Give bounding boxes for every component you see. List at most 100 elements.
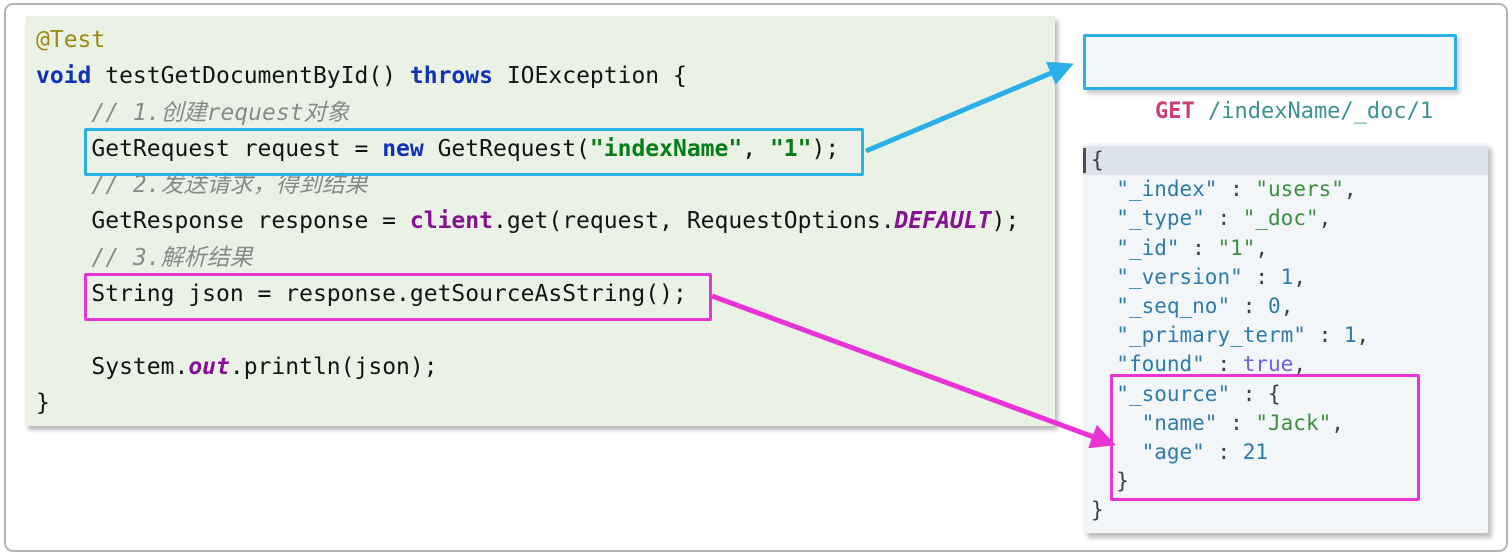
json-line: } [1083,467,1488,496]
request-path-label: /indexName/_doc/1 [1194,99,1434,124]
token-jstr: "_doc" [1242,206,1319,231]
token-pl: testGetDocumentById() [91,63,410,90]
token-num: 21 [1242,439,1269,464]
token-fldit: DEFAULT [894,208,992,235]
token-fld: client [409,208,493,235]
token-pl: GetResponse response = [36,208,410,235]
response-json-panel: { "_index" : "users", "_type" : "_doc", … [1083,143,1488,533]
token-key: "_seq_no" [1116,293,1231,318]
json-line: "_index" : "users", [1083,175,1488,204]
token-pl: GetRequest( [423,135,590,162]
token-pl: .println(json); [229,353,438,380]
token-key: "_primary_term" [1116,323,1306,348]
json-line: "found" : true, [1083,350,1488,379]
token-pc [1091,206,1116,230]
token-num: 1 [1280,264,1294,289]
token-pc: { [1091,148,1104,172]
token-num: 1 [1343,323,1357,348]
code-line: @Test [36,22,1051,58]
json-line: "age" : 21 [1083,438,1488,467]
json-line: "_seq_no" : 0, [1083,292,1488,321]
token-key: "found" [1116,352,1205,377]
token-pl: .get(request, RequestOptions. [492,208,895,235]
code-line: void testGetDocumentById() throws IOExce… [36,58,1051,94]
token-pc: : [1242,264,1281,289]
token-pc: , [1255,235,1269,260]
token-pc: : { [1230,381,1281,406]
code-line: GetResponse response = client.get(reques… [36,203,1051,239]
token-fldit: out [188,353,230,380]
code-editor-panel: @Test void testGetDocumentById() throws I… [25,16,1055,426]
token-pc: , [1343,177,1357,202]
token-pl: String json = response.getSourceAsString… [36,281,687,308]
token-pc: : [1230,293,1269,318]
token-pl: , [742,135,770,162]
token-pc: , [1331,410,1344,435]
token-pc: , [1356,323,1370,348]
token-pc [1091,294,1116,318]
token-bool: true [1242,352,1294,377]
token-pc: : [1217,177,1256,202]
token-key: "_id" [1116,235,1180,260]
token-kw: throws [409,63,493,90]
token-pl: IOException { [492,63,687,90]
token-pc [1091,236,1116,260]
parse-result-highlight-box [84,273,712,321]
token-kw: new [382,135,424,162]
code-line: String json = response.getSourceAsString… [36,276,1051,312]
token-key: "age" [1141,439,1205,464]
token-jstr: "users" [1255,177,1344,202]
token-pc: } [1091,469,1129,494]
token-pc [1091,265,1116,289]
token-key: "_index" [1116,177,1218,202]
json-line: "name" : "Jack", [1083,409,1488,438]
http-method-label: GET [1154,99,1195,124]
token-pl: ); [811,135,840,162]
token-pc: , [1280,293,1294,318]
token-pc: : [1305,323,1344,348]
token-num: 0 [1268,293,1281,318]
code-line: GetRequest request = new GetRequest("ind… [36,131,1051,167]
token-pl [36,100,91,126]
json-line: "_id" : "1", [1083,234,1488,263]
token-pc: , [1318,206,1332,231]
code-line: } [36,385,1051,421]
json-line: "_type" : "_doc", [1083,204,1488,233]
token-pl: ); [991,208,1020,235]
json-lines: { "_index" : "users", "_type" : "_doc", … [1083,146,1488,525]
token-pl [36,172,91,198]
token-pc: : [1179,235,1218,260]
token-pl: System. [36,353,189,380]
json-line: { [1083,146,1488,176]
json-line: } [1083,496,1488,525]
code-lines: @Test void testGetDocumentById() throws I… [36,22,1051,421]
token-pc: , [1293,352,1306,377]
code-line: // 3.解析结果 [36,240,1051,276]
token-jstr: "1" [1217,235,1256,260]
token-pc [1091,177,1116,201]
token-pc: : [1204,352,1243,377]
token-key: "_type" [1116,206,1205,231]
token-key: "name" [1141,410,1218,435]
token-pc [1091,323,1116,347]
request-preview-box: GET /indexName/_doc/1 [1083,34,1457,124]
token-pl: GetRequest request = [36,135,383,162]
token-pl [36,245,91,271]
token-cm: // 3.解析结果 [91,244,253,271]
source-object-highlight-box [1110,374,1420,501]
code-line: // 2.发送请求，得到结果 [36,167,1051,203]
code-line: System.out.println(json); [36,349,1051,385]
token-pc: , [1293,264,1306,289]
token-str: "1" [769,135,812,162]
token-pc: : [1204,206,1243,231]
token-ann: @Test [36,27,106,53]
token-kw: void [36,63,92,90]
token-jstr: "Jack" [1255,410,1332,435]
token-pc: : [1217,410,1256,435]
token-cm: // 2.发送请求，得到结果 [91,172,368,199]
token-cm: // 1.创建request对象 [91,99,350,126]
json-line: "_primary_term" : 1, [1083,321,1488,350]
token-pl: } [36,389,50,416]
json-line: "_version" : 1, [1083,263,1488,292]
